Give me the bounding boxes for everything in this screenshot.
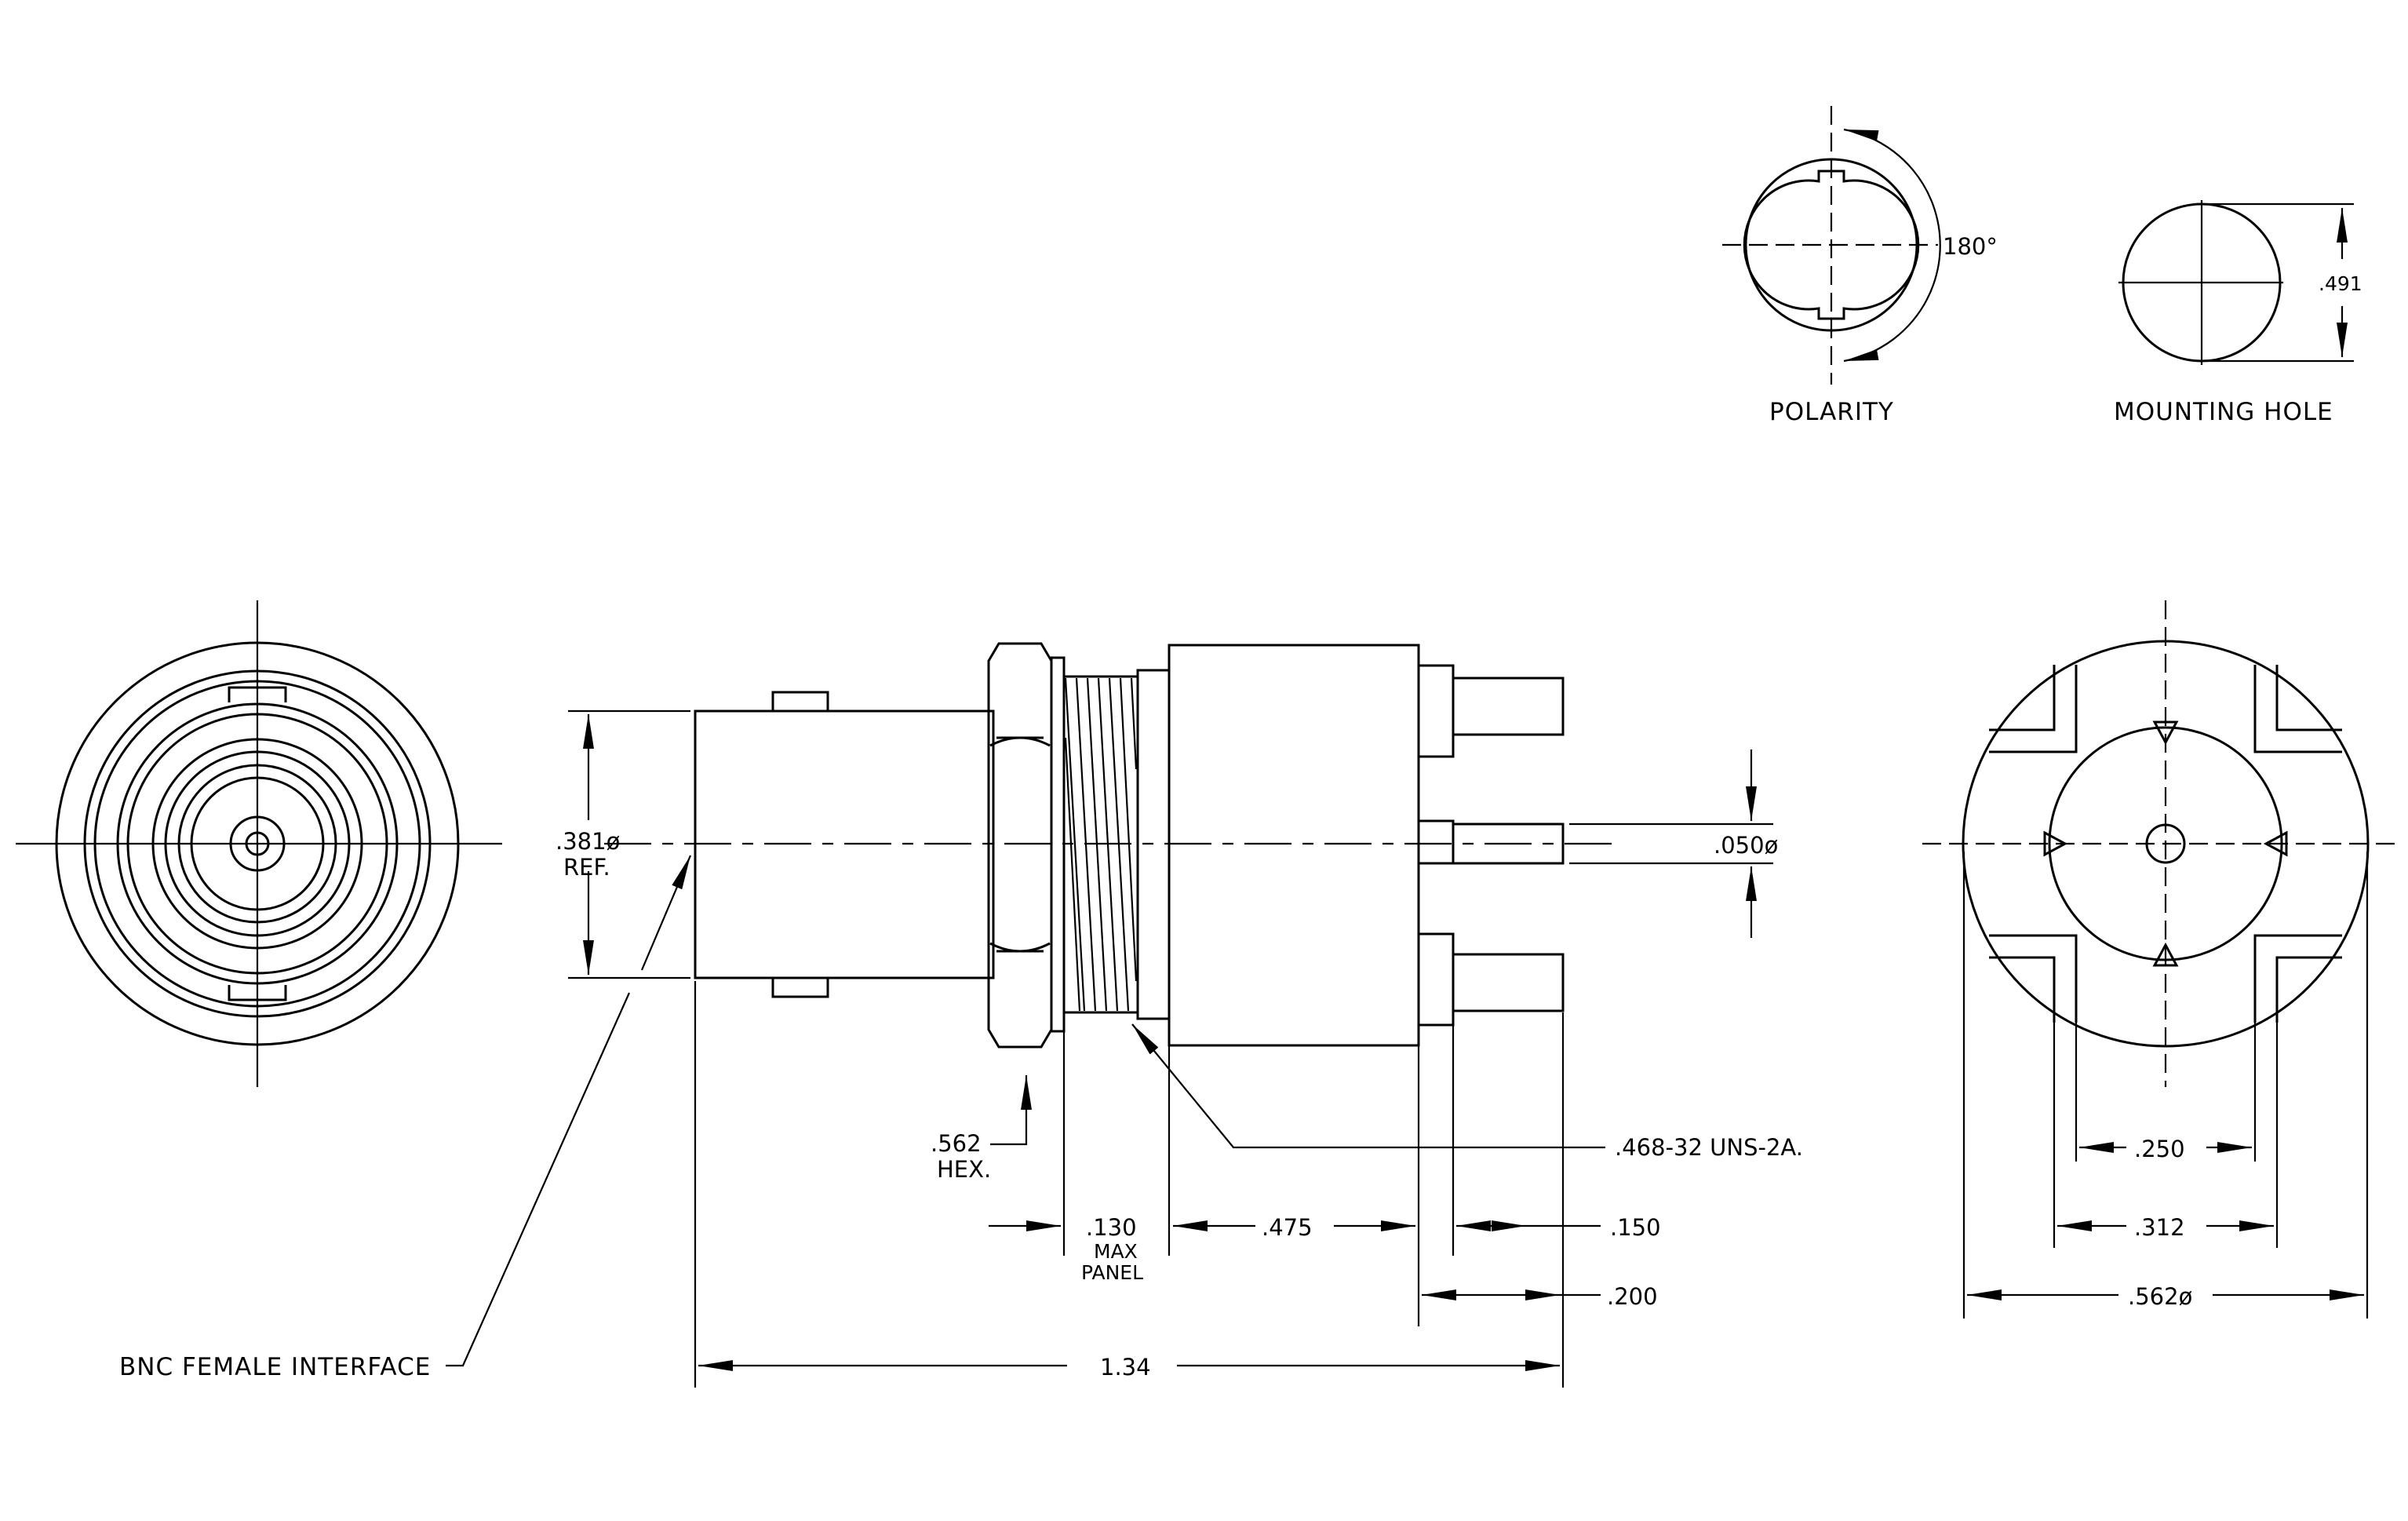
polarity-view xyxy=(1722,106,1941,385)
polarity-angle: 180° xyxy=(1943,233,1998,260)
pin-length-label: .150 xyxy=(1610,1214,1661,1241)
mounting-hole-title: MOUNTING HOLE xyxy=(2114,398,2333,426)
mounting-hole-view xyxy=(2118,200,2354,365)
body-length-label: .475 xyxy=(1262,1214,1313,1241)
overall-length-label: 1.34 xyxy=(1100,1354,1151,1381)
flange-dia-label: .562ø xyxy=(2128,1283,2192,1310)
pin-spacing-label: .200 xyxy=(1607,1283,1658,1310)
hex-note-label: HEX. xyxy=(937,1156,991,1183)
mounting-hole-dia: .491 xyxy=(2319,272,2362,295)
ref-note-label: REF. xyxy=(563,854,610,881)
thread-label: .468-32 UNS-2A. xyxy=(1615,1134,1803,1161)
dimension-lines xyxy=(446,709,2369,1388)
text-labels: POLARITY 180° MOUNTING HOLE .491 .381ø R… xyxy=(119,233,2362,1381)
square-spacing-label: .312 xyxy=(2134,1214,2185,1241)
front-view xyxy=(16,600,502,1087)
ref-dia-label: .381ø xyxy=(556,828,620,855)
rear-view xyxy=(1922,600,2401,1087)
polarity-title: POLARITY xyxy=(1769,398,1894,426)
max-panel-label: .130 xyxy=(1086,1214,1137,1241)
interface-note: BNC FEMALE INTERFACE xyxy=(119,1353,431,1381)
side-view xyxy=(604,642,1616,1049)
pin-center-spacing-label: .250 xyxy=(2134,1136,2185,1162)
max-panel-line3: PANEL xyxy=(1081,1261,1143,1284)
hex-size-label: .562 xyxy=(931,1130,982,1157)
max-panel-line2: MAX xyxy=(1094,1240,1138,1263)
pin-dia-label: .050ø xyxy=(1714,832,1778,859)
